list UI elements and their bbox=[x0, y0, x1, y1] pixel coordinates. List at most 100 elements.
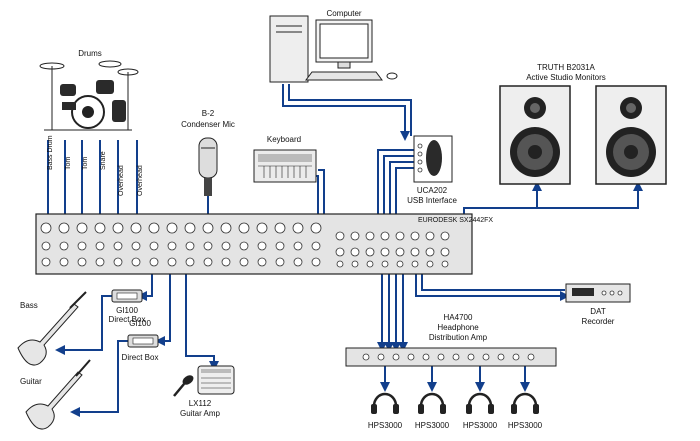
direct-box-1-label-model: GI100 bbox=[116, 306, 138, 315]
computer-icon bbox=[269, 15, 398, 83]
headphones-label: HPS3000 bbox=[415, 421, 450, 430]
electric-guitar-icon bbox=[25, 359, 91, 430]
drum-channel-label: Overhead bbox=[118, 165, 125, 196]
direct-box-2-label-model: GI100 bbox=[129, 319, 151, 328]
headphones-label: HPS3000 bbox=[508, 421, 543, 430]
microphone-icon bbox=[173, 375, 194, 397]
mixer-jack bbox=[131, 257, 141, 267]
mixer-jack bbox=[131, 241, 141, 251]
mic-label-model: B-2 bbox=[202, 109, 215, 118]
headphones-icon bbox=[371, 392, 399, 414]
mixer-jack bbox=[311, 241, 321, 251]
direct-box-1-label-type: Direct Box bbox=[109, 315, 146, 324]
mixer-jack bbox=[275, 257, 285, 267]
mixer-jack bbox=[148, 222, 160, 234]
headphone-amp-knob bbox=[392, 353, 400, 361]
mixer-jack bbox=[238, 222, 250, 234]
mixer-jack bbox=[310, 222, 322, 234]
drum-channel-label: Overhead bbox=[137, 165, 144, 196]
studio-monitor-left-icon bbox=[499, 85, 571, 185]
keyboard-label: Keyboard bbox=[267, 135, 301, 144]
mixer-jack bbox=[256, 222, 268, 234]
mixer-jack bbox=[239, 257, 249, 267]
mixer-jack bbox=[95, 257, 105, 267]
mixer-jack bbox=[76, 222, 88, 234]
headphone-amp-label-model: HA4700 bbox=[444, 313, 473, 322]
headphone-amp-knob bbox=[467, 353, 475, 361]
mixer-jack bbox=[336, 260, 344, 268]
mixer-jack bbox=[275, 241, 285, 251]
headphones-icon bbox=[466, 392, 494, 414]
dat-label-type: Recorder bbox=[582, 317, 615, 326]
monitors-label-type: Active Studio Monitors bbox=[526, 73, 606, 82]
mixer-jack bbox=[426, 260, 434, 268]
computer-label: Computer bbox=[326, 9, 361, 18]
mixer-jack bbox=[396, 260, 404, 268]
mixer-jack bbox=[95, 241, 105, 251]
headphone-amp-icon bbox=[345, 347, 557, 367]
headphone-amp-knob bbox=[422, 353, 430, 361]
usb-interface-label-model: UCA202 bbox=[417, 186, 448, 195]
mixer-jack bbox=[149, 241, 159, 251]
mixer-jack bbox=[410, 231, 420, 241]
headphones-icon bbox=[511, 392, 539, 414]
mixer-jack bbox=[257, 241, 267, 251]
mixer-jack bbox=[365, 247, 375, 257]
mixer-jack bbox=[167, 241, 177, 251]
usb-interface-icon bbox=[413, 135, 453, 183]
mixer-jack bbox=[440, 247, 450, 257]
mixer-jack bbox=[395, 247, 405, 257]
mixer-jack bbox=[202, 222, 214, 234]
headphone-amp-knob bbox=[377, 353, 385, 361]
dat-recorder-icon bbox=[565, 283, 631, 303]
drum-channel-labels: Bass Drum Tom Tom Snare Overhead Overhea… bbox=[47, 135, 144, 196]
guitar-label: Guitar bbox=[20, 377, 42, 386]
mixer-jack bbox=[380, 247, 390, 257]
mixer-jack bbox=[113, 257, 123, 267]
guitar-amp-label-model: LX112 bbox=[189, 399, 212, 408]
mixer-jack bbox=[185, 257, 195, 267]
mixer-jack bbox=[395, 231, 405, 241]
drum-channel-label: Snare bbox=[100, 151, 107, 170]
headphone-amp-label-desc: Distribution Amp bbox=[429, 333, 488, 342]
mixer-jack bbox=[411, 260, 419, 268]
headphone-amp-label-type: Headphone bbox=[437, 323, 479, 332]
direct-box-2-icon bbox=[127, 334, 159, 348]
drum-channel-label: Bass Drum bbox=[47, 135, 54, 170]
mixer-jack bbox=[203, 257, 213, 267]
mixer-jack bbox=[257, 257, 267, 267]
mixer-jack bbox=[365, 231, 375, 241]
mixer-jack bbox=[292, 222, 304, 234]
drum-channel-label: Tom bbox=[82, 157, 89, 170]
drum-kit-icon bbox=[39, 60, 139, 131]
mixer-jack bbox=[274, 222, 286, 234]
mixer-jack bbox=[41, 257, 51, 267]
mixer-jack bbox=[441, 260, 449, 268]
mixer-jack bbox=[380, 231, 390, 241]
usb-interface-label-type: USB Interface bbox=[407, 196, 457, 205]
condenser-mic-icon bbox=[198, 137, 218, 196]
headphone-amp-knob bbox=[512, 353, 520, 361]
mixer-jack bbox=[293, 257, 303, 267]
mixer-jack bbox=[410, 247, 420, 257]
headphone-amp-knob bbox=[452, 353, 460, 361]
headphone-amp-knob bbox=[527, 353, 535, 361]
headphones-label: HPS3000 bbox=[463, 421, 498, 430]
mixer-jack bbox=[311, 257, 321, 267]
mixer-jack bbox=[335, 247, 345, 257]
monitors-label-model: TRUTH B2031A bbox=[537, 63, 595, 72]
mixer-jack bbox=[425, 231, 435, 241]
headphone-amp-knob bbox=[437, 353, 445, 361]
mixer-jack bbox=[293, 241, 303, 251]
mixer-jack bbox=[113, 241, 123, 251]
mixer-jack bbox=[167, 257, 177, 267]
mixer-jack bbox=[41, 241, 51, 251]
headphone-amp-knob bbox=[497, 353, 505, 361]
keyboard-icon bbox=[253, 149, 317, 183]
mixer-jack bbox=[112, 222, 124, 234]
headphones-icon bbox=[418, 392, 446, 414]
mixer-jack bbox=[130, 222, 142, 234]
mixer-jack bbox=[59, 257, 69, 267]
guitar-amp-icon bbox=[197, 365, 235, 395]
